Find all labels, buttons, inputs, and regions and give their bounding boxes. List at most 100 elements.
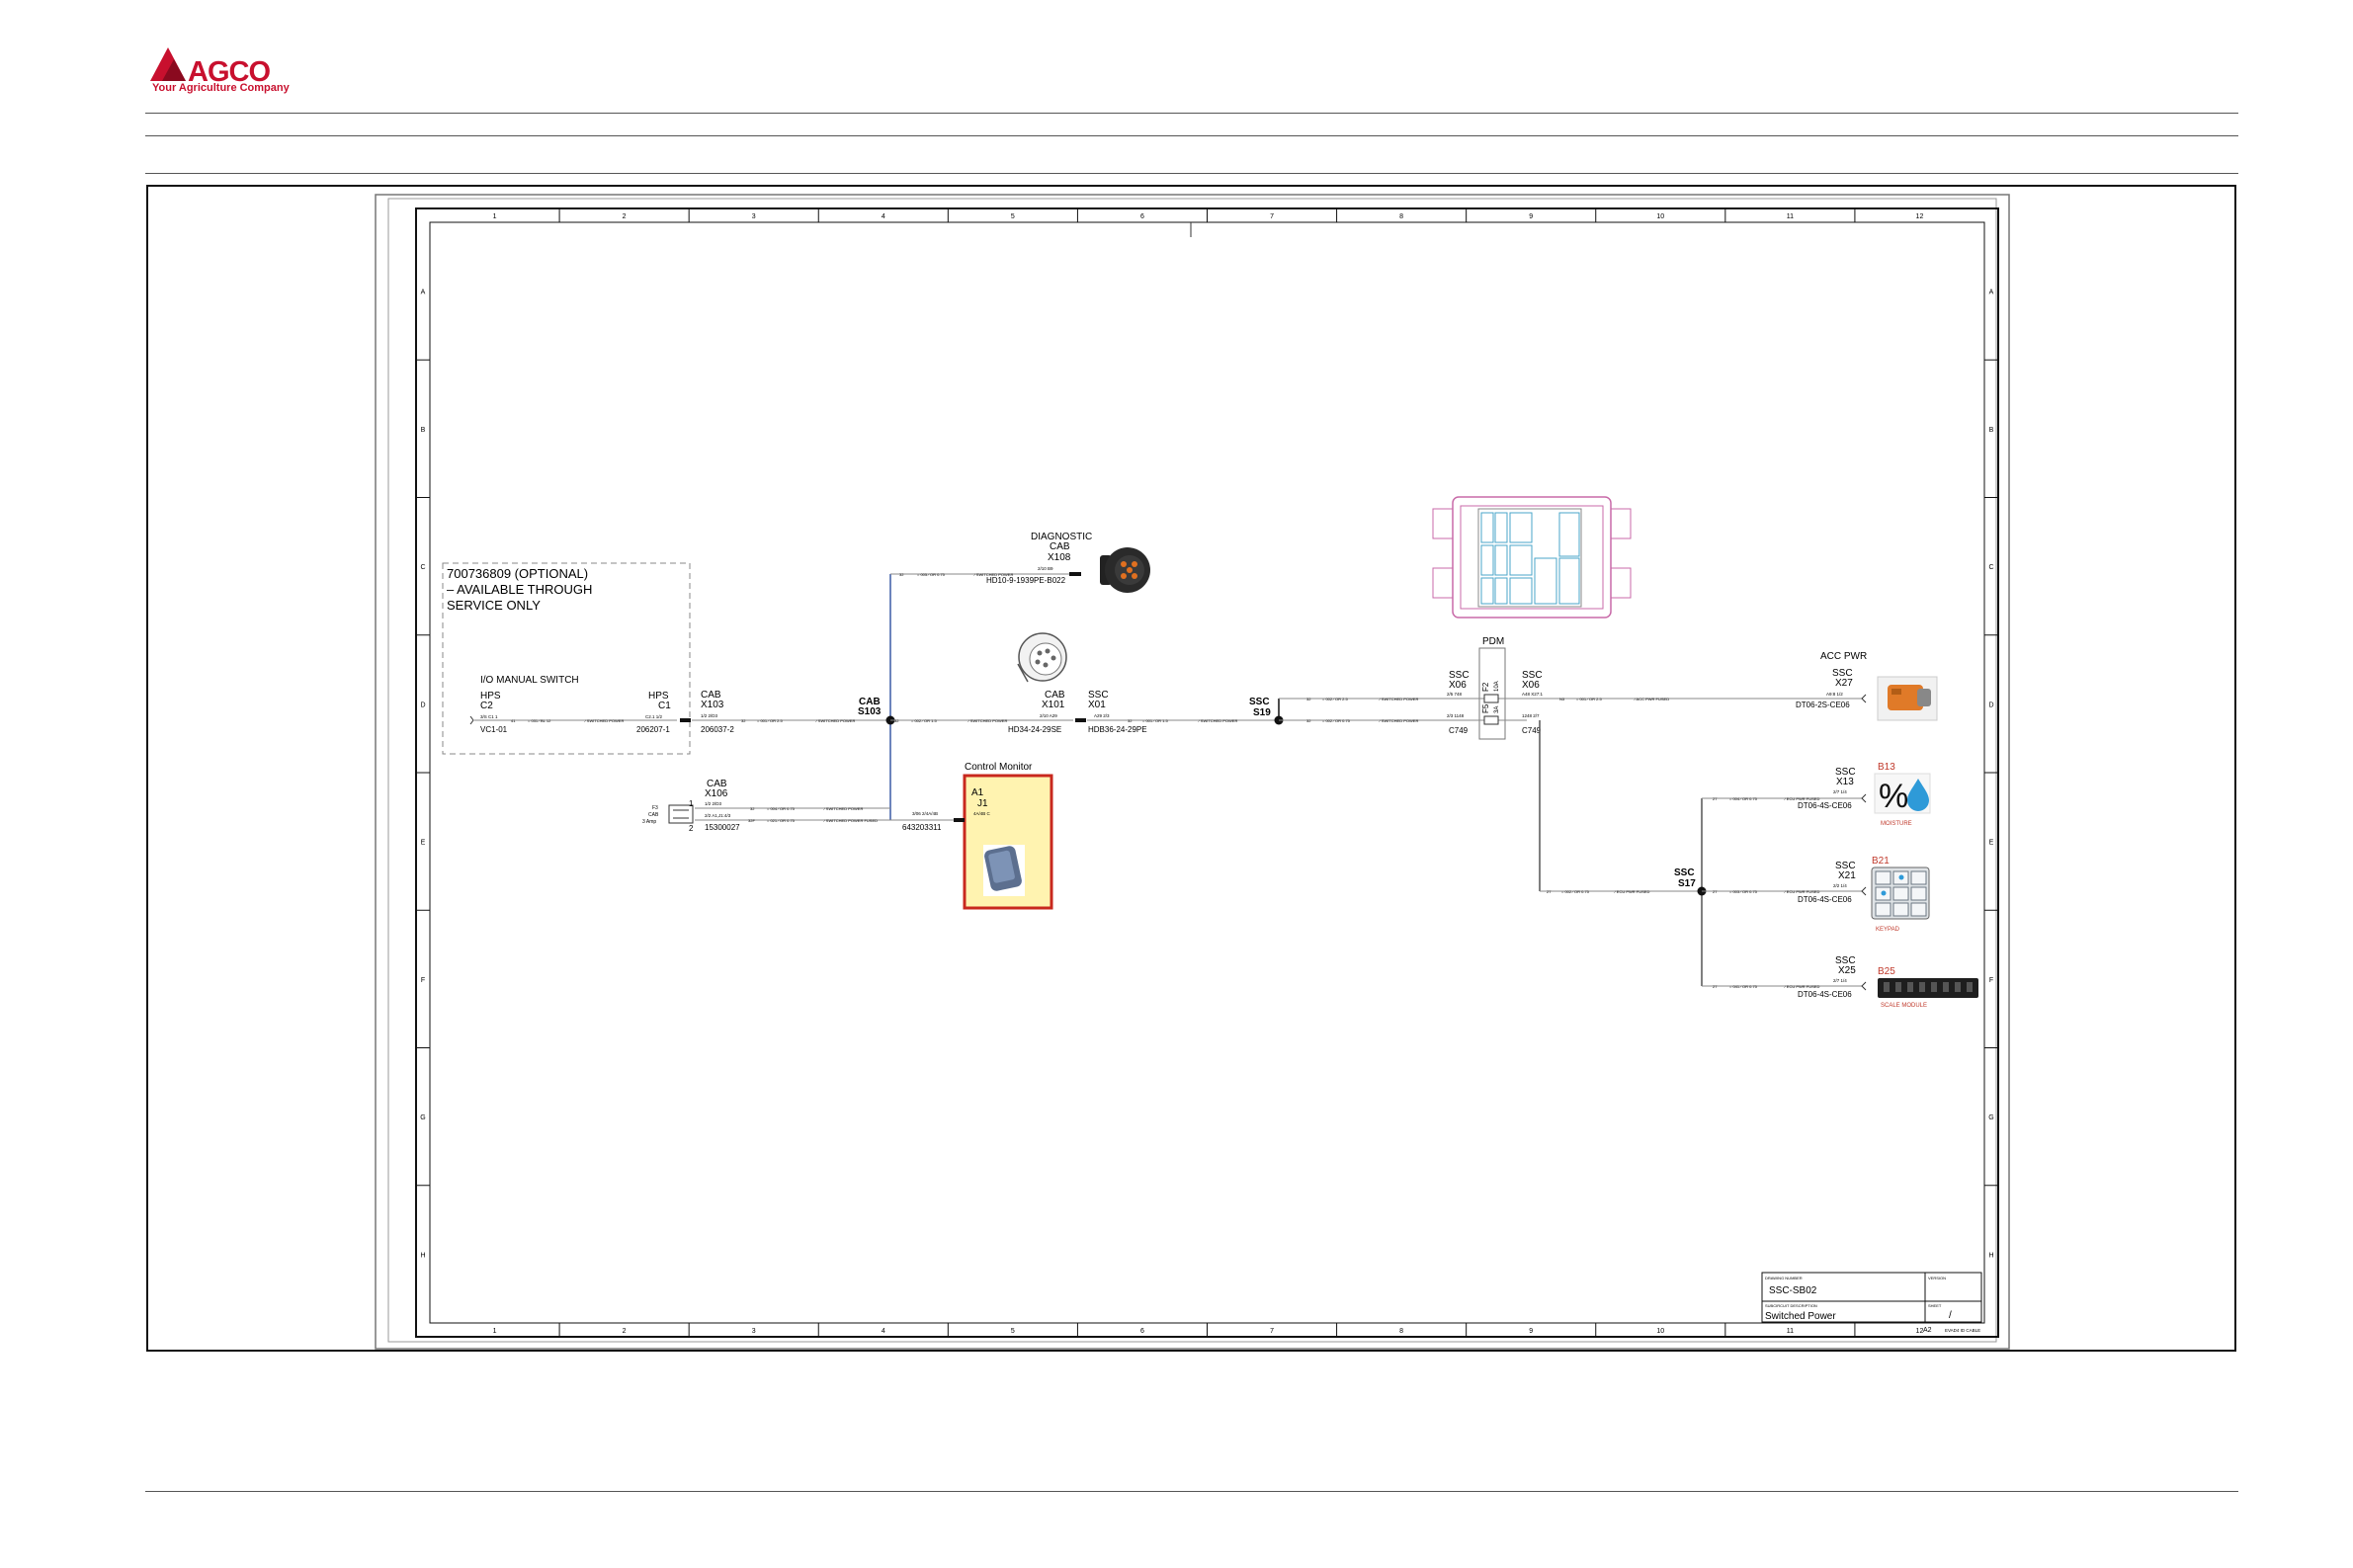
control-monitor-pins: 4A/4B C <box>973 811 991 816</box>
scale-pins: 2/7 1/4 <box>1833 978 1847 983</box>
w9-gauge: = 004 ⁄ OR 0.75 <box>767 806 796 811</box>
sheet-drawing-frame <box>429 221 1985 1324</box>
w1-label: ⁄ SWITCHED POWER <box>584 718 624 723</box>
w14-num: 27 <box>1713 984 1718 989</box>
subcircuit-description: Switched Power <box>1765 1311 1836 1322</box>
fuse-f5-rating: 3A <box>1494 706 1500 713</box>
w11-label: ⁄ ECU PWR FUSED <box>1614 889 1649 894</box>
w5-label: ⁄ SWITCHED POWER <box>973 572 1013 577</box>
w7-label: ⁄ SWITCHED POWER <box>1379 718 1418 723</box>
cab-x106-line2: X106 <box>705 788 728 799</box>
w14-gauge: = 041 ⁄ OR 0.75 <box>1729 984 1758 989</box>
cab-x103-part: 206037-2 <box>701 725 734 734</box>
w10-num: 32F <box>748 818 755 823</box>
w8-num: N3 <box>1559 697 1565 701</box>
w12-label: ⁄ ECU PWR FUSED <box>1784 796 1819 801</box>
scale-line1: SSC <box>1835 955 1856 966</box>
zone-col-label-top: 2 <box>623 213 627 220</box>
zone-row-label-left: F <box>421 977 425 984</box>
w9-label: ⁄ SWITCHED POWER <box>823 806 863 811</box>
w2-label: ⁄ SWITCHED POWER <box>815 718 855 723</box>
f3-amp: 3 Amp <box>642 819 656 825</box>
w8-label: ⁄ ACC PWR FUSED <box>1634 697 1669 701</box>
ssc-x06-left-part: C749 <box>1449 726 1469 735</box>
io-switch-title: I/O MANUAL SWITCH <box>480 675 579 686</box>
zone-col-label-bottom: 7 <box>1270 1328 1274 1335</box>
keypad-line2: X21 <box>1838 870 1856 881</box>
w8-gauge: = 001 ⁄ OR 2.5 <box>1576 697 1602 701</box>
cab-x101-pins: 2/10 A29 <box>1040 713 1057 718</box>
sheet-code: EVAD4 ID CABLE <box>1945 1328 1980 1333</box>
x106-pin2: 2 <box>689 824 694 833</box>
moisture-line2: X13 <box>1836 777 1854 787</box>
w3-gauge: = 002 ⁄ OR 1.5 <box>911 718 937 723</box>
cab-x103-pins: 1/2 2/D3 <box>701 713 718 718</box>
w2-gauge: = 001 ⁄ OR 2.5 <box>757 718 783 723</box>
cab-x103-line1: CAB <box>701 690 721 701</box>
zone-row-label-right: A <box>1989 289 1994 296</box>
x103-connector-mark <box>680 718 691 722</box>
zone-col-label-top: 9 <box>1529 213 1533 220</box>
w1-num: 41 <box>511 718 516 723</box>
zone-row-label-left: E <box>421 840 426 847</box>
drawing-number: SSC-SB02 <box>1769 1285 1817 1296</box>
fuse-f2-rating: 10A <box>1494 681 1500 692</box>
zone-row-label-right: E <box>1989 840 1994 847</box>
w4-gauge: = 001 ⁄ OR 1.5 <box>1142 718 1168 723</box>
moisture-line1: SSC <box>1835 767 1856 778</box>
hps-c2-part: VC1-01 <box>480 725 508 734</box>
x101-connector-mark <box>1075 718 1086 722</box>
zone-col-label-bottom: 11 <box>1787 1328 1794 1335</box>
zone-col-label-bottom: 1 <box>493 1328 497 1335</box>
control-monitor-pins2: 3/06 2/4A/4B <box>912 811 938 816</box>
cab-x101-line1: CAB <box>1045 690 1065 701</box>
w12-num: 27 <box>1713 796 1718 801</box>
ssc-s17-line2: S17 <box>1678 878 1696 889</box>
cab-s103-line1: CAB <box>859 697 881 707</box>
cab-x106-part: 15300027 <box>705 823 740 832</box>
control-monitor-line2: J1 <box>977 798 988 809</box>
ssc-x06-left-line2: X06 <box>1449 680 1467 691</box>
fuse-f2-label: F2 <box>1481 682 1490 692</box>
w5-num: 32 <box>899 572 904 577</box>
hps-c1-line1: HPS <box>648 691 669 701</box>
ssc-x06-left-pins2: 2/3 1148 <box>1447 713 1465 718</box>
control-monitor-line1: A1 <box>971 787 984 798</box>
moisture-terminal <box>1861 793 1867 803</box>
ssc-s19-line2: S19 <box>1253 707 1271 718</box>
header-rule-2 <box>145 135 2238 136</box>
w7-gauge: = 002 ⁄ OR 0.75 <box>1322 718 1351 723</box>
w9-num: 32 <box>750 806 755 811</box>
drawing-number-label: DRAWING NUMBER <box>1765 1276 1803 1280</box>
f3-location: CAB <box>648 812 659 818</box>
diagnostic-line3: X108 <box>1048 552 1071 563</box>
zone-col-label-top: 5 <box>1011 213 1015 220</box>
moisture-part: DT06-4S-CE06 <box>1798 801 1852 810</box>
w10-label: ⁄ SWITCHED POWER FUSED <box>823 818 878 823</box>
subcircuit-label: SUBCIRCUIT DESCRIPTION <box>1765 1303 1817 1308</box>
w5-gauge: = 005 ⁄ OR 0.75 <box>917 572 946 577</box>
zone-row-label-left: C <box>420 564 425 571</box>
zone-row-label-left: A <box>421 289 426 296</box>
cab-x106-pins: 1/2 2/D3 <box>705 801 722 806</box>
scale-caption: SCALE MODULE <box>1881 1003 1927 1009</box>
zone-col-label-bottom: 4 <box>882 1328 885 1335</box>
zone-col-label-bottom: 5 <box>1011 1328 1015 1335</box>
header-rule-1 <box>145 113 2238 114</box>
x106-pin1: 1 <box>689 799 694 808</box>
scale-ref: B25 <box>1878 966 1895 977</box>
acc-pwr-title: ACC PWR <box>1820 651 1867 662</box>
moisture-ref: B13 <box>1878 762 1895 773</box>
pdm-label: PDM <box>1482 636 1504 647</box>
zone-col-label-top: 1 <box>493 213 497 220</box>
diagnostic-pins: 2/10 B9 <box>1038 566 1053 571</box>
control-monitor-title: Control Monitor <box>965 762 1033 773</box>
w13-gauge: = 003 ⁄ OR 0.75 <box>1729 889 1758 894</box>
ssc-x01-pins: A29 2/3 <box>1094 713 1110 718</box>
moisture-caption: MOISTURE <box>1881 821 1912 827</box>
scale-terminal <box>1861 981 1867 991</box>
f3-fuse-symbol <box>668 804 694 824</box>
zone-col-label-top: 3 <box>752 213 756 220</box>
sheet-label: SHEET <box>1928 1303 1942 1308</box>
